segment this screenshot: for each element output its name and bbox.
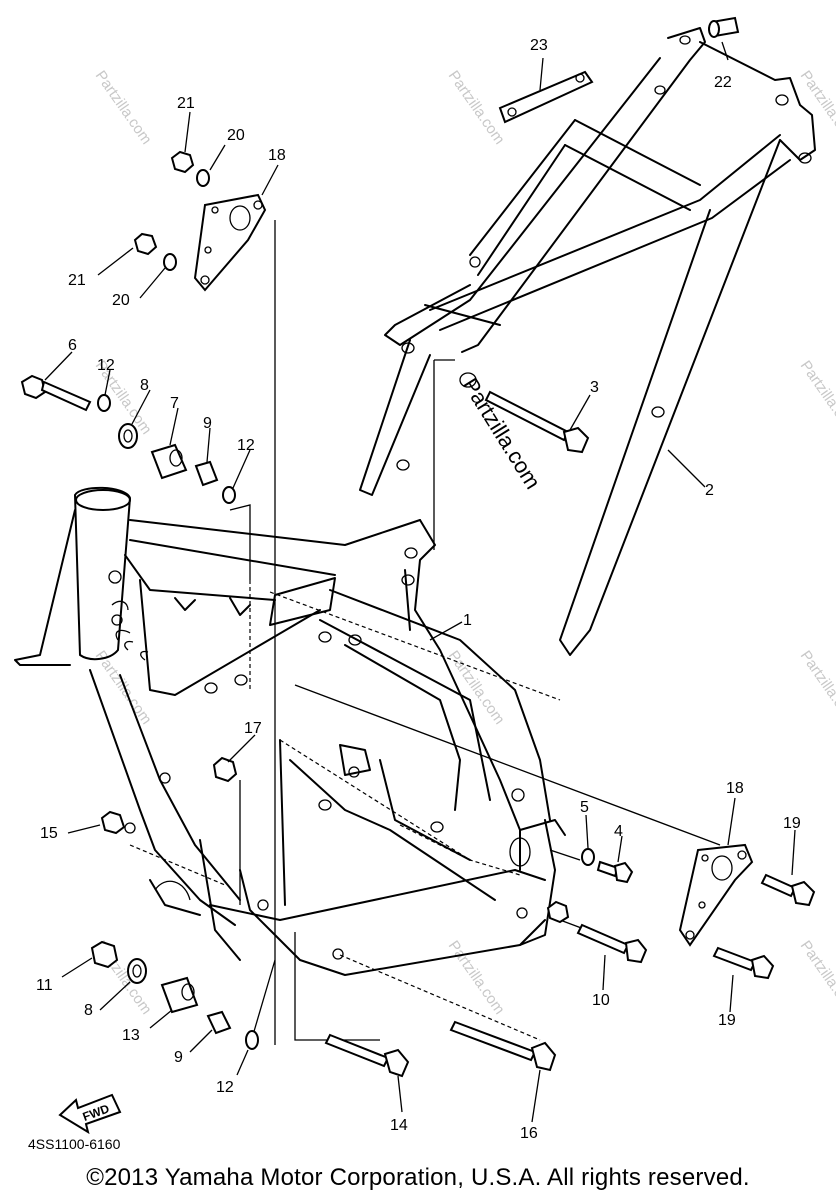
watermark: Partzilla.com xyxy=(797,938,836,1018)
part-17-nut xyxy=(212,756,238,783)
callout-23: 23 xyxy=(530,37,548,54)
callout-12: 12 xyxy=(216,1079,234,1096)
callout-21: 21 xyxy=(177,95,195,112)
part-11-nut xyxy=(90,940,119,969)
watermark: Partzilla.com xyxy=(797,648,836,728)
callout-19: 19 xyxy=(718,1012,736,1029)
fwd-arrow-icon: FWD xyxy=(58,1093,122,1135)
part-19-bolt-lower xyxy=(712,946,775,980)
watermark: Partzilla.com xyxy=(445,68,508,148)
callout-leaders xyxy=(44,41,796,1123)
part-5-washer xyxy=(581,848,595,866)
part-16-bolt xyxy=(449,1020,557,1072)
part-12-washer-b xyxy=(222,486,236,504)
part-14-bolt xyxy=(324,1033,410,1078)
part-3-bolt xyxy=(459,372,590,454)
callout-7: 7 xyxy=(170,395,179,412)
main-frame xyxy=(14,486,566,976)
callout-18: 18 xyxy=(726,780,744,797)
rear-subframe xyxy=(359,27,816,656)
callout-17: 17 xyxy=(244,720,262,737)
watermark: Partzilla.com xyxy=(445,648,508,728)
part-20-washer-lower xyxy=(163,253,177,271)
part-9-collar-b xyxy=(206,1010,232,1035)
callout-1: 1 xyxy=(463,612,472,629)
part-9-collar-a xyxy=(194,460,219,487)
callout-18: 18 xyxy=(268,147,286,164)
callout-22: 22 xyxy=(714,74,732,91)
part-21-nut-upper xyxy=(170,150,195,174)
part-20-washer-upper xyxy=(196,169,210,187)
callout-12: 12 xyxy=(237,437,255,454)
callout-13: 13 xyxy=(122,1027,140,1044)
watermark-large: Partzilla.com xyxy=(458,373,546,493)
callout-20: 20 xyxy=(112,292,130,309)
callout-21: 21 xyxy=(68,272,86,289)
callouts: 2322212018212061287912321171554181910191… xyxy=(36,37,801,1142)
callout-20: 20 xyxy=(227,127,245,144)
callout-16: 16 xyxy=(520,1125,538,1142)
drawing-code: 4SS1100-6160 xyxy=(28,1136,121,1152)
part-6-bolt xyxy=(20,374,92,412)
part-15-nut xyxy=(100,810,126,835)
callout-19: 19 xyxy=(783,815,801,832)
part-13-collar xyxy=(160,976,199,1014)
callout-4: 4 xyxy=(614,823,623,840)
part-18-lower-plate xyxy=(678,843,754,947)
part-4-bolt xyxy=(596,860,634,884)
part-7-collar xyxy=(150,443,188,480)
callout-9: 9 xyxy=(174,1049,183,1066)
callout-6: 6 xyxy=(68,337,77,354)
callout-11: 11 xyxy=(36,977,53,994)
callout-12: 12 xyxy=(97,357,115,374)
copyright-notice: ©2013 Yamaha Motor Corporation, U.S.A. A… xyxy=(86,1164,750,1191)
leader-lines xyxy=(129,220,721,1046)
callout-8: 8 xyxy=(140,377,149,394)
callout-2: 2 xyxy=(705,482,714,499)
part-18-upper-plate xyxy=(193,193,267,292)
callout-5: 5 xyxy=(580,799,589,816)
callout-3: 3 xyxy=(590,379,599,396)
part-22-plug xyxy=(708,16,740,38)
watermark: Partzilla.com xyxy=(797,358,836,438)
part-8-bearing-b xyxy=(127,958,147,984)
part-10-bolt xyxy=(546,900,648,964)
part-8-bearing-a xyxy=(118,423,138,449)
callout-9: 9 xyxy=(203,415,212,432)
part-12-washer-c xyxy=(245,1030,259,1050)
watermark: Partzilla.com xyxy=(92,68,155,148)
part-21-nut-lower xyxy=(133,232,158,256)
callout-14: 14 xyxy=(390,1117,408,1134)
callout-10: 10 xyxy=(592,992,610,1009)
part-23-bracket xyxy=(498,70,594,124)
part-19-bolt-upper xyxy=(760,873,816,907)
callout-8: 8 xyxy=(84,1002,93,1019)
callout-15: 15 xyxy=(40,825,58,842)
part-12-washer-a xyxy=(97,394,111,412)
